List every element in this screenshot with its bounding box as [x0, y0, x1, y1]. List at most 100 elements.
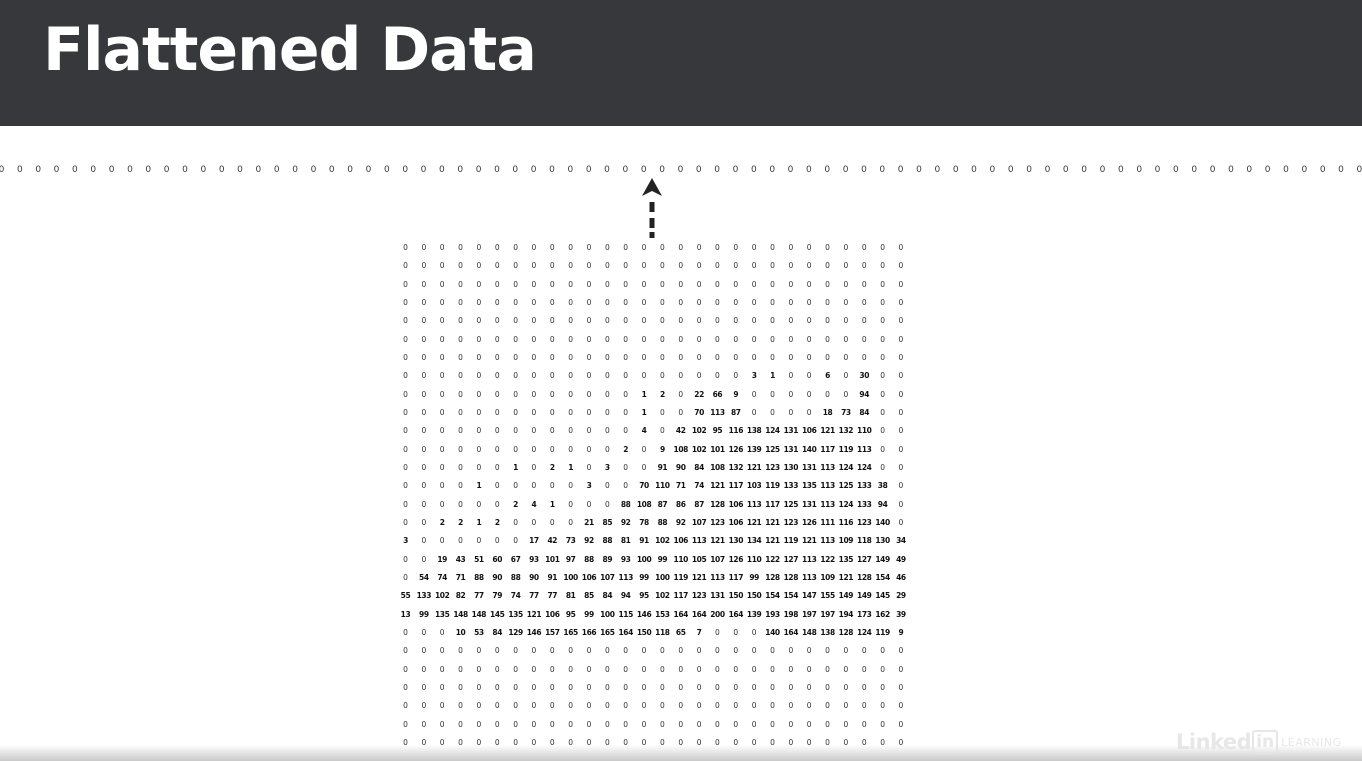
flattened-value: 0: [127, 165, 133, 175]
matrix-cell: 0: [880, 646, 885, 656]
matrix-cell: 125: [765, 444, 780, 454]
matrix-cell: 0: [476, 389, 482, 399]
matrix-cell: 0: [751, 646, 757, 656]
matrix-cell: 0: [788, 664, 794, 674]
matrix-cell: 165: [563, 627, 578, 637]
matrix-cell: 109: [820, 572, 835, 582]
flattened-value: 0: [1136, 165, 1143, 175]
matrix-cell: 0: [494, 279, 500, 289]
matrix-cell: 78: [639, 517, 649, 527]
matrix-cell: 0: [825, 682, 830, 692]
matrix-cell: 173: [857, 609, 872, 619]
matrix-cell: 113: [710, 572, 725, 582]
matrix-cell: 121: [746, 517, 762, 527]
matrix-cell: 13: [400, 609, 411, 619]
flattened-value: 0: [1173, 165, 1179, 175]
matrix-cell: 0: [476, 499, 482, 509]
flattened-value: 0: [585, 165, 592, 175]
matrix-cell: 113: [710, 407, 725, 417]
matrix-cell: 113: [801, 572, 817, 582]
matrix-cell: 99: [749, 572, 759, 582]
matrix-cell: 0: [403, 371, 408, 381]
matrix-cell: 84: [694, 462, 704, 472]
matrix-cell: 0: [641, 371, 647, 381]
matrix-cell: 0: [586, 352, 592, 362]
matrix-cell: 0: [715, 371, 720, 381]
matrix-cell: 0: [604, 737, 610, 747]
matrix-cell: 0: [770, 243, 775, 252]
matrix-cell: 0: [549, 243, 555, 252]
matrix-cell: 0: [403, 627, 408, 637]
matrix-cell: 0: [788, 737, 794, 747]
matrix-cell: 0: [825, 243, 830, 252]
matrix-cell: 0: [861, 719, 867, 729]
matrix-cell: 0: [476, 261, 482, 271]
matrix-cell: 0: [660, 352, 665, 362]
matrix-cell: 0: [623, 371, 629, 381]
matrix-cell: 0: [660, 297, 665, 307]
flattened-value: 0: [1117, 165, 1124, 175]
matrix-cell: 0: [733, 627, 739, 637]
matrix-cell: 0: [531, 682, 537, 692]
matrix-cell: 88: [620, 499, 631, 509]
matrix-cell: 0: [421, 279, 427, 289]
matrix-cell: 0: [843, 664, 849, 674]
matrix-cell: 132: [728, 462, 744, 472]
watermark-suffix: LEARNING: [1281, 735, 1342, 749]
matrix-cell: 0: [531, 462, 537, 472]
matrix-cell: 77: [547, 591, 558, 601]
matrix-cell: 0: [403, 737, 408, 747]
matrix-cell: 0: [806, 279, 812, 289]
matrix-cell: 0: [531, 243, 537, 252]
matrix-cell: 0: [861, 279, 867, 289]
matrix-cell: 0: [439, 646, 445, 656]
matrix-cell: 0: [494, 701, 500, 711]
matrix-cell: 0: [696, 352, 702, 362]
matrix-cell: 0: [641, 646, 647, 656]
matrix-cell: 0: [696, 719, 702, 729]
flattened-value: 0: [16, 165, 23, 175]
matrix-cell: 0: [843, 243, 849, 252]
matrix-cell: 0: [604, 334, 610, 344]
flattened-value: 0: [72, 165, 78, 175]
matrix-cell: 0: [476, 407, 482, 417]
flattened-value: 0: [439, 165, 445, 175]
flattened-value: 0: [328, 165, 335, 175]
matrix-cell: 0: [403, 279, 408, 289]
matrix-cell: 0: [513, 701, 518, 711]
matrix-cell: 0: [586, 426, 592, 436]
matrix-cell: 0: [439, 462, 445, 472]
matrix-cell: 0: [458, 737, 463, 747]
matrix-cell: 0: [678, 646, 684, 656]
matrix-cell: 2: [659, 389, 665, 399]
matrix-cell: 110: [673, 554, 689, 564]
matrix-cell: 0: [403, 334, 408, 344]
video-bottom-shade: [0, 745, 1362, 761]
matrix-cell: 0: [439, 334, 445, 344]
matrix-cell: 0: [623, 481, 629, 491]
matrix-cell: 101: [710, 444, 725, 454]
matrix-cell: 0: [568, 426, 574, 436]
matrix-cell: 0: [568, 701, 574, 711]
matrix-cell: 0: [660, 682, 665, 692]
matrix-cell: 0: [715, 316, 720, 326]
matrix-cell: 70: [639, 481, 649, 491]
matrix-cell: 119: [875, 627, 890, 637]
matrix-cell: 0: [568, 389, 574, 399]
matrix-cell: 107: [691, 517, 707, 527]
matrix-cell: 0: [843, 261, 849, 271]
matrix-cell: 0: [861, 737, 867, 747]
flattened-value: 0: [659, 165, 665, 175]
matrix-cell: 0: [715, 682, 720, 692]
matrix-cell: 0: [825, 297, 830, 307]
matrix-cell: 0: [586, 261, 592, 271]
matrix-cell: 100: [563, 572, 578, 582]
matrix-cell: 117: [673, 591, 689, 601]
matrix-cell: 128: [783, 572, 799, 582]
matrix-cell: 0: [494, 536, 500, 546]
matrix-cell: 0: [788, 334, 794, 344]
matrix-cell: 0: [806, 389, 812, 399]
matrix-cell: 0: [476, 352, 482, 362]
matrix-cell: 0: [806, 297, 812, 307]
